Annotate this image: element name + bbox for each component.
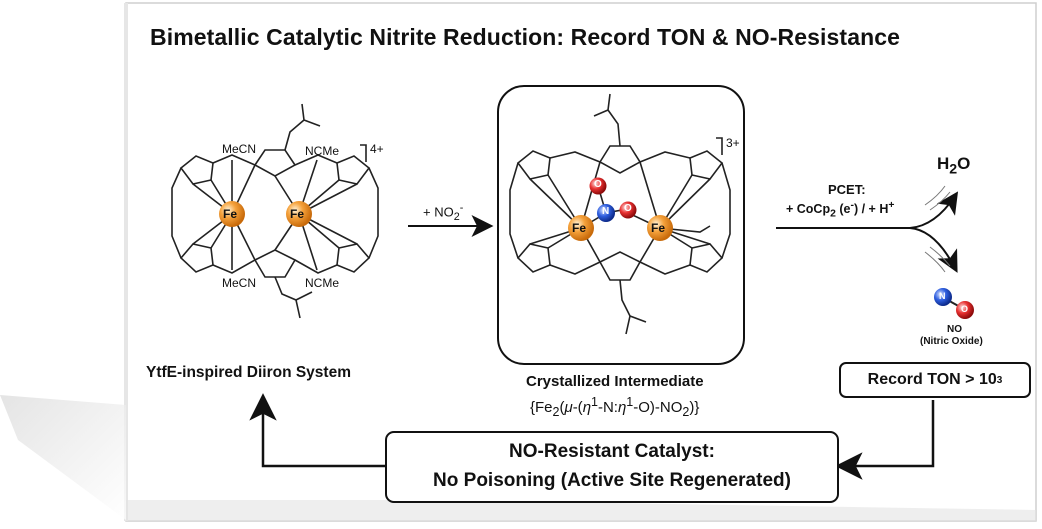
fe-atom [219, 201, 245, 227]
imidazole-ring [516, 150, 551, 180]
step2-label-reagents: + CoCp2 (e-) / + H+ [786, 200, 895, 220]
fe-label: Fe [223, 207, 238, 221]
fe-n-bonds [231, 164, 300, 261]
no-label: NO [947, 324, 962, 335]
intermediate-box [497, 85, 745, 365]
imidazole-ring [689, 150, 724, 180]
bottom-box-line2: No Poisoning (Active Site Regenerated) [433, 470, 791, 491]
linker [721, 162, 731, 259]
fe-atom [286, 201, 312, 227]
charge-label: 3+ [726, 136, 740, 150]
linker [509, 162, 519, 259]
linker [294, 154, 338, 166]
linker [639, 151, 691, 163]
intermediate-formula: {Fe2(μ-(η1-N:η1-O)-NO2)} [530, 395, 700, 419]
ligand-label: MeCN [222, 142, 257, 156]
reflection-left [0, 395, 126, 520]
nitrite-n-label: N [602, 206, 610, 217]
charge-label: 4+ [370, 142, 384, 156]
linker [549, 261, 601, 275]
imidazole-ring [336, 243, 371, 273]
isobutyl-group [619, 279, 647, 335]
imidazole-ring [516, 243, 551, 273]
no-note: (Nitric Oxide) [920, 336, 983, 347]
fe-n-bonds [529, 174, 582, 249]
imidazole-ring [179, 155, 214, 185]
return-arrow-right [835, 400, 935, 480]
isobutyl-group [593, 93, 621, 147]
fe-label: Fe [572, 221, 587, 235]
isobutyl-group [284, 103, 321, 151]
linker [549, 151, 601, 163]
reflection-bottom [126, 500, 1036, 521]
fe-n-bonds [192, 179, 233, 249]
fe-n-bonds [659, 174, 711, 249]
fe-n-bonds [298, 179, 358, 249]
motion-lines [924, 185, 951, 211]
nitrite-o-label: O [594, 179, 602, 190]
left-complex-caption: YtfE-inspired Diiron System [146, 364, 351, 381]
triazole-ring [253, 149, 297, 177]
nitrite-o-label: O [624, 203, 632, 214]
fe-atom [647, 215, 673, 241]
motion-lines [924, 246, 951, 273]
triazole-ring [598, 145, 642, 174]
imidazole-ring [179, 243, 214, 273]
axial-ligand [659, 225, 711, 233]
intermediate-caption: Crystallized Intermediate [526, 373, 704, 390]
step2-label-pcet: PCET: [828, 182, 866, 197]
imidazole-ring [336, 155, 371, 185]
bottom-box [385, 431, 839, 503]
linker [368, 167, 379, 259]
fe-atom [568, 215, 594, 241]
step1-reagent: + NO2- [423, 202, 464, 223]
linker [212, 259, 256, 274]
charge-bracket [360, 144, 367, 162]
imidazole-ring [689, 243, 724, 273]
linker [639, 261, 691, 275]
water-branch-arrow [909, 191, 959, 229]
linker [294, 259, 338, 274]
fe-label: Fe [651, 221, 666, 235]
bottom-box-line1: NO-Resistant Catalyst: [509, 441, 715, 462]
ligand-label: NCMe [305, 276, 340, 290]
no-branch-arrow [909, 227, 958, 273]
page-title: Bimetallic Catalytic Nitrite Reduction: … [150, 24, 901, 50]
nitrogen-atom [934, 288, 952, 306]
triazole-ring [253, 249, 297, 278]
fe-n-bonds [580, 161, 661, 263]
nitrogen-atom [597, 204, 615, 222]
oxygen-atom [619, 201, 637, 219]
no-n-label: N [939, 291, 946, 301]
charge-bracket [716, 137, 723, 155]
no-o-label: O [961, 304, 969, 314]
triazole-ring [598, 251, 642, 281]
water-product: H2O [937, 154, 971, 178]
return-arrow-left [249, 393, 388, 468]
frame-left-shade [124, 3, 128, 521]
ligand-label: NCMe [305, 144, 340, 158]
ton-box [839, 362, 1031, 398]
oxygen-atom [956, 301, 974, 319]
oxygen-atom [589, 177, 607, 195]
isobutyl-group [274, 276, 313, 319]
ligand-label: MeCN [222, 276, 257, 290]
fe-label: Fe [290, 207, 305, 221]
linker [171, 167, 182, 259]
linker [212, 154, 256, 166]
